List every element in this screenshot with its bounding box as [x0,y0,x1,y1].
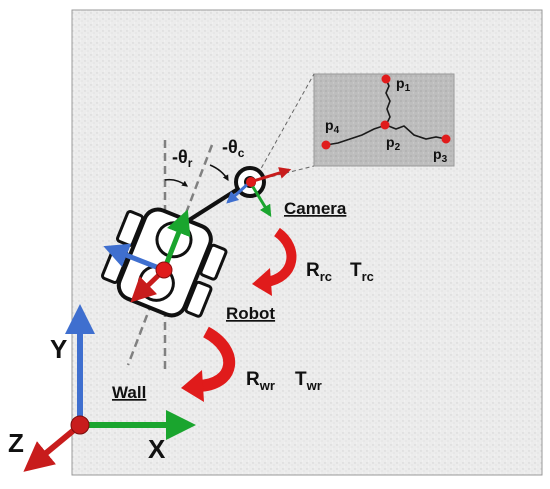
robot-label: Robot [226,304,275,323]
theta-c-label: -θc [222,137,245,160]
theta-c-arc [209,164,229,182]
point-p1-label: p1 [396,75,411,94]
camera-label: Camera [284,199,347,218]
point-p3-label: p3 [433,146,448,165]
crack-line-1 [385,78,391,126]
zoom-line-top [257,73,315,175]
point-p1-marker [381,74,391,84]
axis-label-z: Z [8,428,24,458]
camera-axis-y [226,180,252,204]
crack-line-3 [385,124,447,140]
camera-axis-z [249,167,292,184]
axis-label-x: X [148,434,166,464]
camera-axis-x [248,181,272,218]
point-p4-marker [321,140,331,150]
world-origin-marker [70,415,90,435]
point-p4-label: p4 [325,117,340,136]
rotation-wr-label: Rwr [246,369,275,393]
robot-axis-x [161,209,191,271]
rotation-rc-label: Rrc [306,260,332,284]
axis-label-y: Y [50,334,67,364]
robot-origin-marker [155,261,173,279]
crack-line-2 [325,124,387,146]
rotation-arrow-rc [252,227,297,296]
rotation-arrow-wr [181,326,236,402]
crack-inset-background [313,73,455,167]
camera-origin-marker [246,177,256,187]
point-p2-marker [380,120,390,130]
theta-r-label: -θr [172,147,193,170]
wall-label: Wall [112,383,146,402]
theta-r-arc [164,178,188,187]
crack-inset: p1 p2 p3 p4 [313,73,455,167]
translation-rc-label: Trc [350,260,374,284]
point-p3-marker [441,134,451,144]
translation-wr-label: Twr [295,369,322,393]
point-p2-label: p2 [386,134,401,153]
world-axis-z [23,422,82,472]
robot-axis-y [103,243,165,273]
